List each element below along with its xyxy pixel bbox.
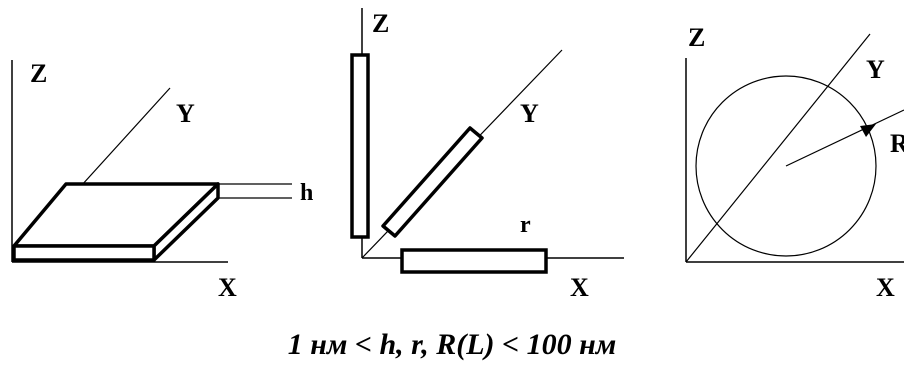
panel-plate: Z Y X h [11,59,313,302]
panel-particle: Z Y X R [685,23,904,302]
y-axis-label: Y [520,99,539,128]
y-axis-label: Y [176,99,195,128]
plate [12,182,220,262]
particle-sphere [695,75,877,257]
radius-label: R [890,129,904,158]
thickness-label: h [300,180,313,206]
x-axis-label: X [876,273,895,302]
rod-diagonal [381,126,484,238]
radius-line [785,109,904,167]
x-axis-label: X [218,273,237,302]
y-axis-label: Y [866,55,885,84]
size-range-caption: 1 нм < h, r, R(L) < 100 нм [287,328,617,361]
radius-arrowhead [860,124,876,137]
rod-label: r [520,212,531,238]
rod-vertical [350,53,370,239]
z-axis-label: Z [372,9,389,38]
z-axis-label: Z [688,23,705,52]
panel-rods: Z Y X r [350,8,624,302]
x-axis-label: X [570,273,589,302]
rod-horizontal [400,248,548,274]
y-axis [685,33,871,263]
z-axis-label: Z [30,59,47,88]
